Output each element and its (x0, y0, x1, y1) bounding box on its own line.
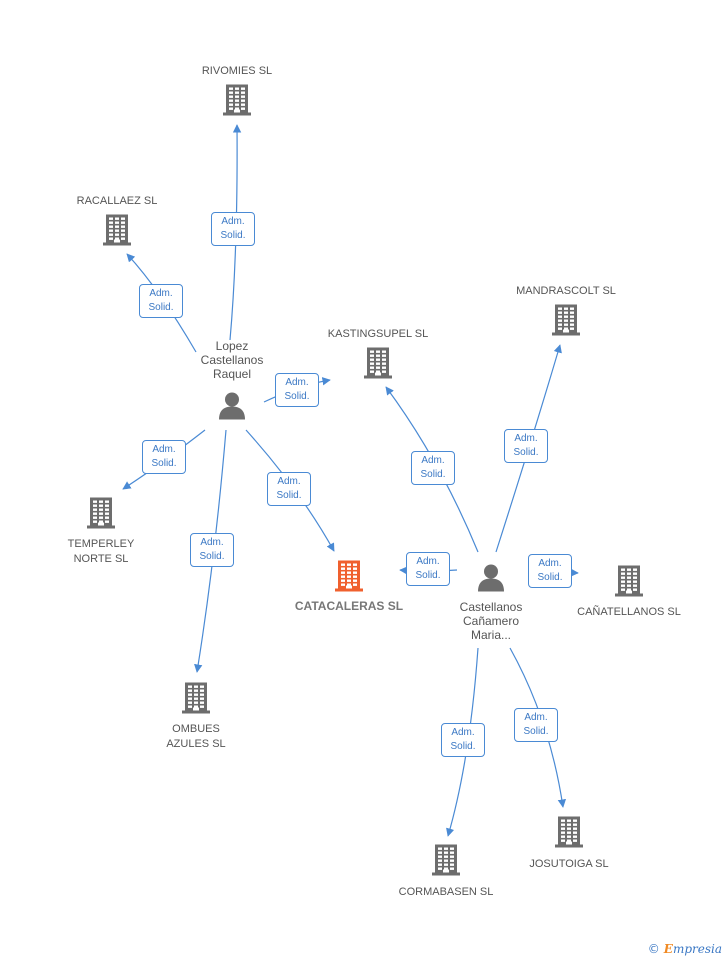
node-label-line: NORTE SL (73, 553, 129, 565)
edge-label-line: Solid. (415, 570, 441, 581)
edge-label-line: Adm. (514, 433, 538, 444)
edge-label-lopez-racallaez[interactable]: Adm. Solid. (139, 284, 183, 318)
edge-label-line: Solid. (537, 572, 563, 583)
edge-label-castellanos-mandrascolt[interactable]: Adm. Solid. (504, 429, 548, 463)
edge-label-line: Adm. (421, 455, 445, 466)
node-label-line: Lopez (215, 339, 249, 353)
node-label-racallaez[interactable]: RACALLAEZ SL (77, 194, 158, 209)
edge-label-lopez-rivomies[interactable]: Adm. Solid. (211, 212, 255, 246)
copyright-icon: © (647, 942, 660, 956)
edge-label-line: Solid. (284, 391, 310, 402)
brand-initial: E (663, 942, 673, 956)
edge-label-line: Solid. (148, 302, 174, 313)
node-label-ombues[interactable]: OMBUES AZULES SL (166, 722, 225, 752)
building-icon[interactable] (333, 559, 365, 598)
edge-label-castellanos-kastingsupel[interactable]: Adm. Solid. (411, 451, 455, 485)
edge-label-line: Solid. (450, 741, 476, 752)
node-label-line: Maria... (470, 628, 512, 642)
building-icon[interactable] (180, 681, 212, 720)
edge-label-line: Solid. (523, 726, 549, 737)
building-icon[interactable] (613, 564, 645, 603)
node-label-cormabasen[interactable]: CORMABASEN SL (399, 885, 494, 900)
brand-name: mpresia (672, 942, 722, 956)
node-label-line: OMBUES (172, 723, 220, 735)
building-icon[interactable] (430, 843, 462, 882)
edge-label-castellanos-josutoiga[interactable]: Adm. Solid. (514, 708, 558, 742)
brand-watermark: ©Empresia (648, 942, 722, 956)
edge-label-line: Solid. (151, 458, 177, 469)
edge-label-line: Adm. (200, 537, 224, 548)
node-label-line: KASTINGSUPEL SL (327, 328, 429, 340)
node-label-line: TEMPERLEY (67, 538, 135, 550)
edge-label-line: Adm. (277, 476, 301, 487)
person-icon[interactable] (217, 391, 247, 426)
edge-label-lopez-kastingsupel[interactable]: Adm. Solid. (275, 373, 319, 407)
edge-label-castellanos-catacaleras[interactable]: Adm. Solid. (406, 552, 450, 586)
node-label-line: Cañamero (462, 614, 520, 628)
building-icon[interactable] (101, 213, 133, 252)
node-label-canatellanos[interactable]: CAÑATELLANOS SL (577, 605, 681, 620)
edge-label-line: Solid. (276, 490, 302, 501)
edge-label-line: Adm. (221, 216, 245, 227)
node-label-mandrascolt[interactable]: MANDRASCOLT SL (516, 284, 616, 299)
node-label-line: Castellanos (459, 600, 523, 614)
edge-label-line: Adm. (149, 288, 173, 299)
edge-label-line: Adm. (152, 444, 176, 455)
building-icon[interactable] (550, 303, 582, 342)
node-label-line: CORMABASEN SL (398, 886, 494, 898)
building-icon[interactable] (553, 815, 585, 854)
edge-label-castellanos-canatellanos[interactable]: Adm. Solid. (528, 554, 572, 588)
edge-label-line: Solid. (199, 551, 225, 562)
edge-label-line: Adm. (524, 712, 548, 723)
node-label-line: Raquel (212, 367, 252, 381)
node-label-temperley[interactable]: TEMPERLEY NORTE SL (68, 537, 135, 567)
edge-label-line: Solid. (513, 447, 539, 458)
node-label-line: CAÑATELLANOS SL (577, 606, 681, 618)
building-icon[interactable] (362, 346, 394, 385)
edge-label-line: Solid. (420, 469, 446, 480)
edge-label-lopez-temperley[interactable]: Adm. Solid. (142, 440, 186, 474)
person-icon[interactable] (476, 563, 506, 598)
building-icon[interactable] (221, 83, 253, 122)
edge-label-line: Solid. (220, 230, 246, 241)
edge-label-castellanos-cormabasen[interactable]: Adm. Solid. (441, 723, 485, 757)
edge-label-line: Adm. (451, 727, 475, 738)
edge-label-line: Adm. (285, 377, 309, 388)
node-label-line: AZULES SL (166, 738, 226, 750)
node-label-line: JOSUTOIGA SL (529, 858, 609, 870)
node-label-rivomies[interactable]: RIVOMIES SL (202, 64, 272, 79)
node-label-line: CATACALERAS SL (294, 599, 404, 613)
node-label-kastingsupel[interactable]: KASTINGSUPEL SL (328, 327, 428, 342)
node-label-line: MANDRASCOLT SL (516, 285, 616, 297)
node-label-line: Castellanos (200, 353, 264, 367)
building-icon[interactable] (85, 496, 117, 535)
edge-label-lopez-catacaleras[interactable]: Adm. Solid. (267, 472, 311, 506)
node-label-line: RACALLAEZ SL (76, 195, 158, 207)
node-label-catacaleras[interactable]: CATACALERAS SL (295, 599, 403, 614)
node-label-line: RIVOMIES SL (201, 65, 273, 77)
edge-label-line: Adm. (538, 558, 562, 569)
node-label-josutoiga[interactable]: JOSUTOIGA SL (529, 857, 608, 872)
edge-label-lopez-ombues[interactable]: Adm. Solid. (190, 533, 234, 567)
edge-label-line: Adm. (416, 556, 440, 567)
